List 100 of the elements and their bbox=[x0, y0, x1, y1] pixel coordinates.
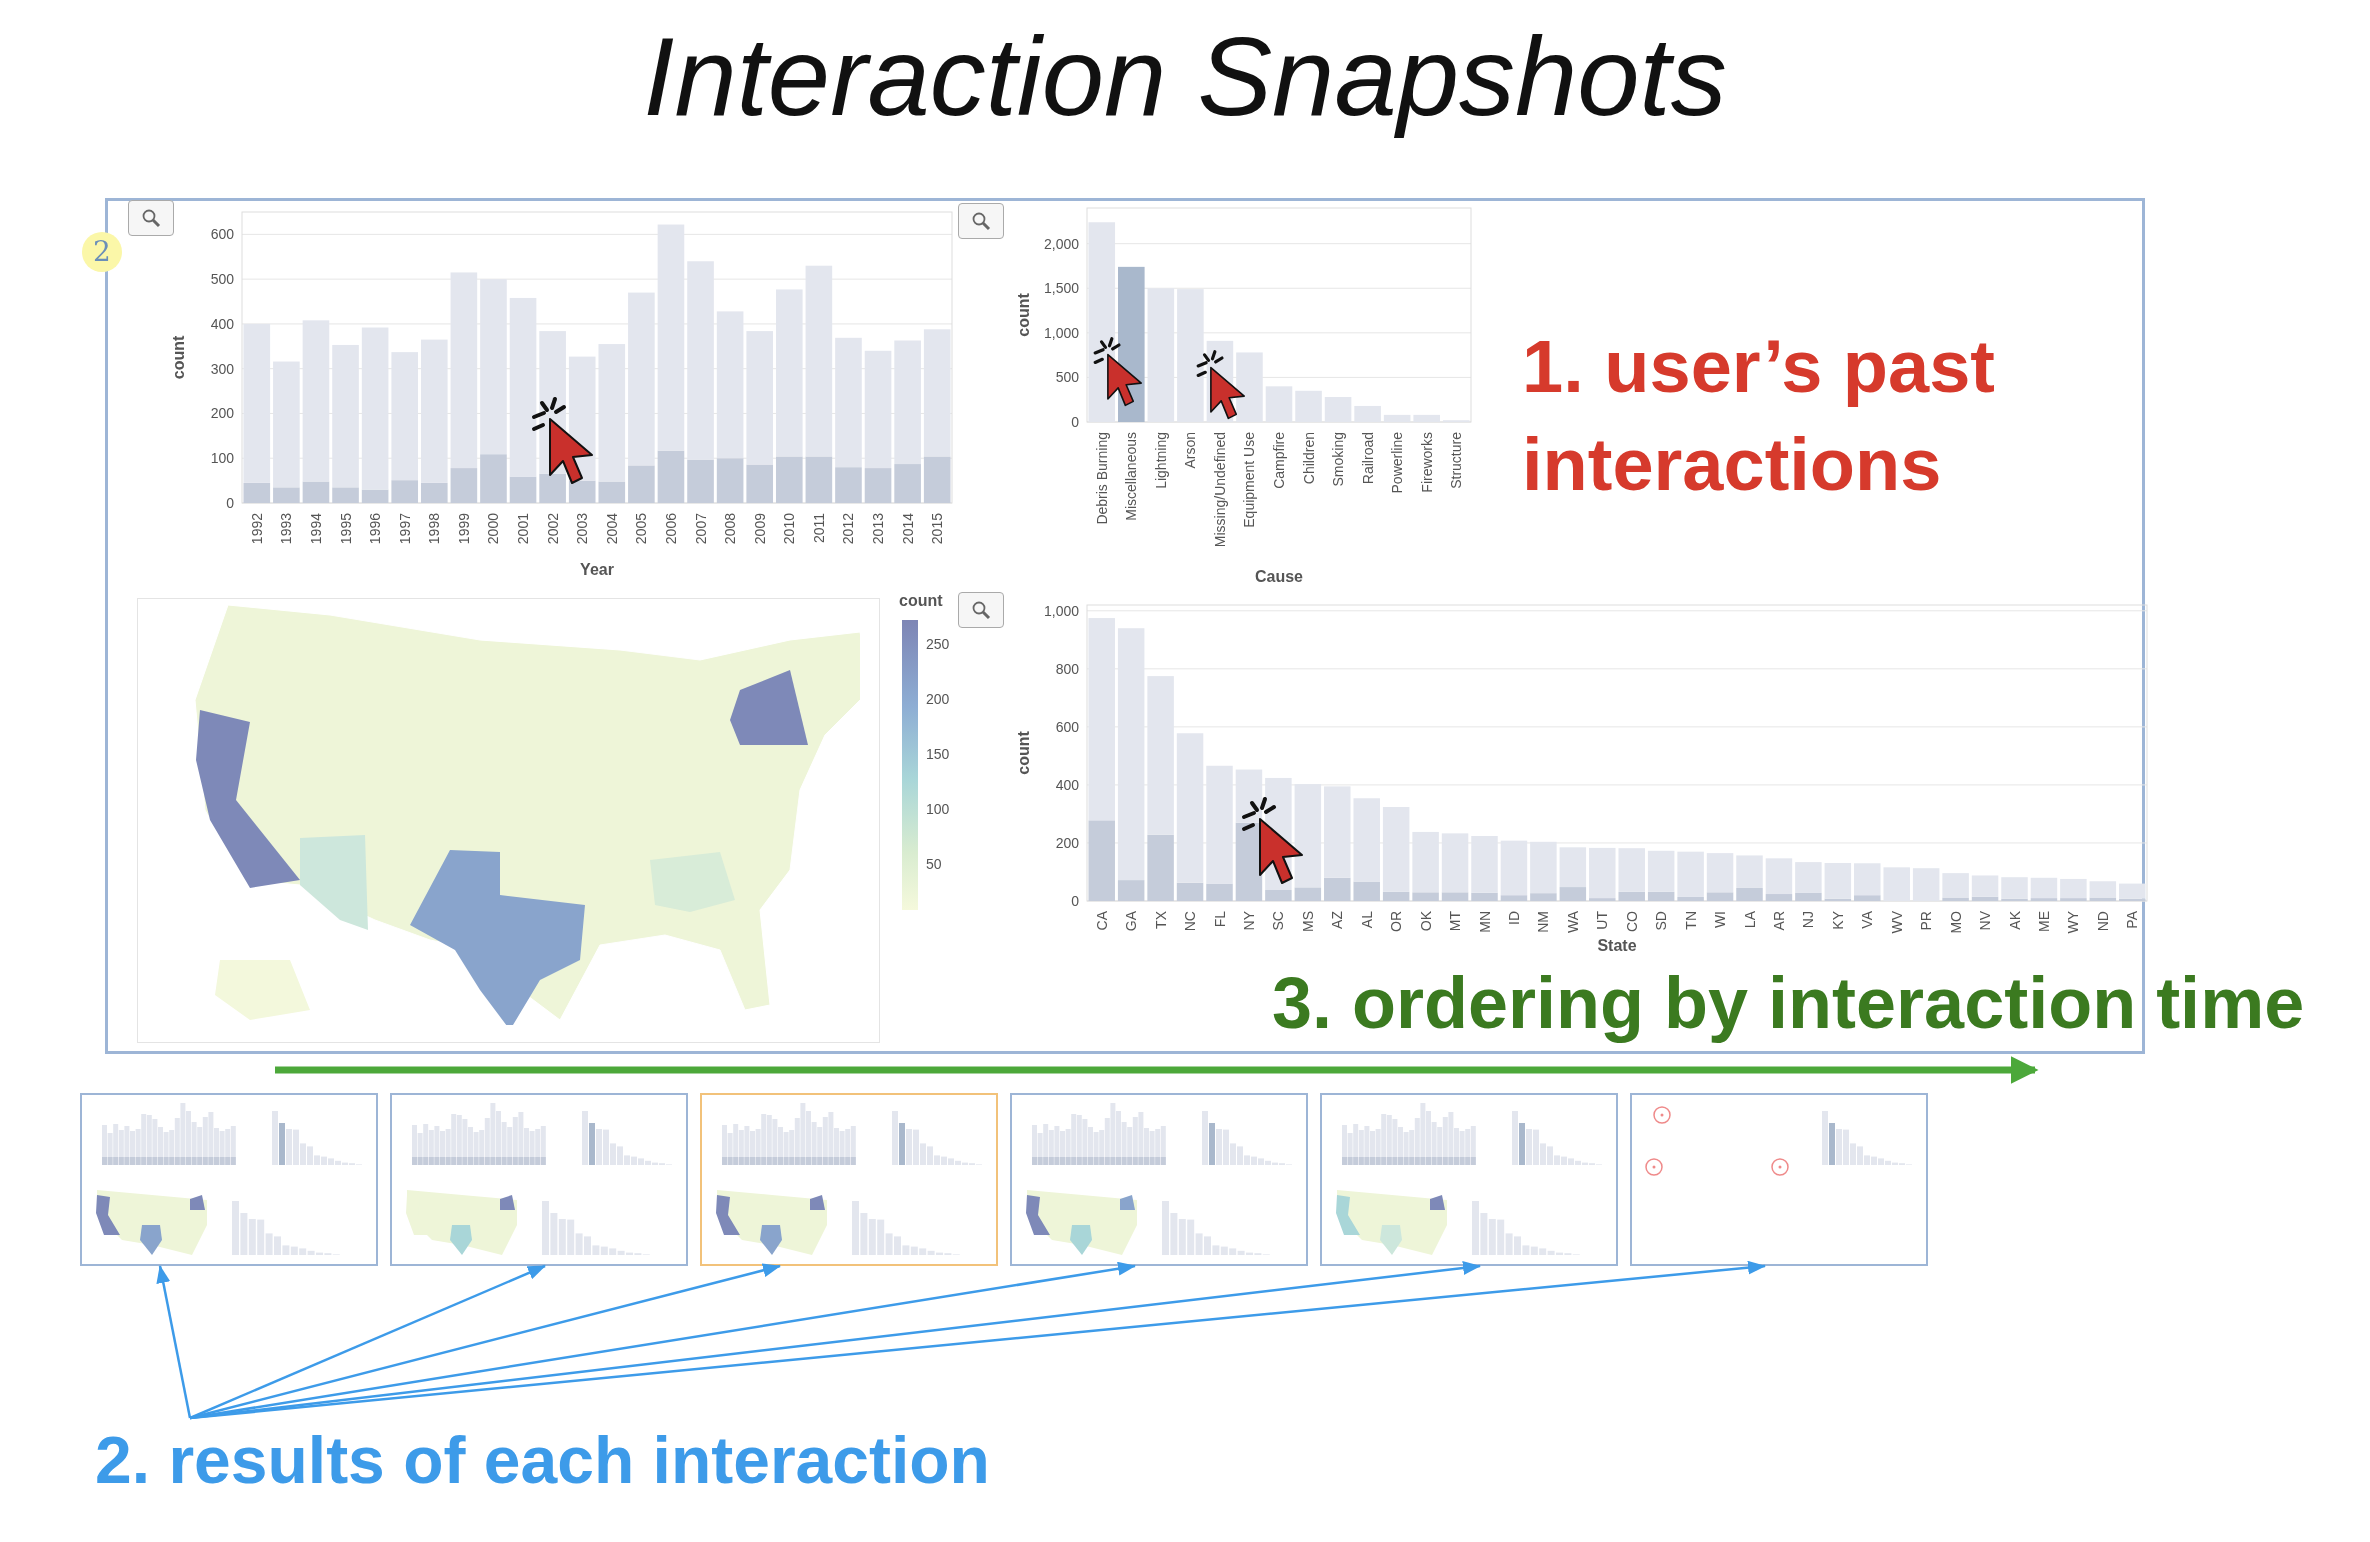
tick-label: 2006 bbox=[662, 513, 679, 545]
axis-title: count bbox=[170, 335, 187, 380]
axis-title: count bbox=[1015, 293, 1032, 337]
tick-label: GA bbox=[1123, 911, 1140, 932]
tick-label: 500 bbox=[1055, 369, 1079, 386]
tick-label: 1,000 bbox=[1043, 324, 1079, 341]
tick-label: 2010 bbox=[781, 513, 798, 545]
tick-label: PA bbox=[2124, 911, 2141, 929]
tick-label: Powerline bbox=[1389, 432, 1406, 494]
tick-label: PR bbox=[1918, 911, 1935, 931]
tick-label: TX bbox=[1152, 911, 1169, 929]
tick-label: Missing/Undefined bbox=[1211, 432, 1228, 548]
tick-label: AL bbox=[1358, 911, 1375, 929]
tick-label: KY bbox=[1829, 911, 1846, 930]
snapshot-thumbnail bbox=[700, 1093, 998, 1266]
tick-label: 2002 bbox=[544, 513, 561, 545]
tick-label: OK bbox=[1417, 911, 1434, 932]
tick-label: 150 bbox=[926, 746, 950, 762]
tick-label: NC bbox=[1182, 911, 1199, 932]
tick-label: WY bbox=[2065, 911, 2082, 934]
tick-label: 400 bbox=[1055, 776, 1079, 793]
tick-label: 600 bbox=[210, 226, 234, 243]
tick-label: 800 bbox=[1055, 660, 1079, 677]
arrow bbox=[189, 1261, 1136, 1420]
tick-label: 600 bbox=[1055, 718, 1079, 735]
tick-label: AR bbox=[1770, 911, 1787, 931]
tick-label: VA bbox=[1859, 911, 1876, 929]
tick-label: Miscellaneous bbox=[1123, 432, 1140, 521]
snapshot-thumbnail bbox=[80, 1093, 378, 1266]
tick-label: 0 bbox=[1071, 414, 1079, 430]
tick-label: AZ bbox=[1329, 911, 1346, 929]
tick-label: 2011 bbox=[810, 513, 827, 544]
tick-label: 200 bbox=[1055, 834, 1079, 851]
tick-label: 1,000 bbox=[1043, 602, 1079, 619]
tick-label: Children bbox=[1300, 432, 1317, 485]
tick-label: MS bbox=[1299, 911, 1316, 932]
annotation-text: 1. user’s past interactions bbox=[1522, 324, 1996, 508]
tick-label: OR bbox=[1388, 911, 1405, 932]
tick-label: LA bbox=[1741, 911, 1758, 929]
tick-label: 1997 bbox=[396, 513, 413, 545]
tick-label: CO bbox=[1623, 911, 1640, 932]
tick-label: AK bbox=[2006, 911, 2023, 930]
tick-label: ID bbox=[1505, 911, 1522, 925]
tick-label: SD bbox=[1653, 911, 1670, 931]
tick-label: 2001 bbox=[515, 513, 532, 545]
tick-label: Smoking bbox=[1330, 432, 1347, 487]
tick-label: NY bbox=[1240, 911, 1257, 931]
tick-label: 2000 bbox=[485, 513, 502, 545]
tick-label: 1992 bbox=[248, 513, 265, 545]
tick-label: CA bbox=[1093, 911, 1110, 931]
snapshot-thumbnail bbox=[1010, 1093, 1308, 1266]
tick-label: WI bbox=[1712, 911, 1729, 929]
tick-label: Campfire bbox=[1271, 432, 1287, 489]
tick-label: Fireworks bbox=[1418, 432, 1435, 493]
axis-title: Cause bbox=[1255, 568, 1303, 585]
tick-label: 2005 bbox=[633, 513, 650, 545]
tick-label: ME bbox=[2035, 911, 2052, 932]
tick-label: ND bbox=[2094, 911, 2111, 932]
arrow bbox=[189, 1260, 1766, 1420]
tick-label: 400 bbox=[210, 315, 234, 332]
snapshot-thumbnail bbox=[1630, 1093, 1928, 1266]
tick-label: Railroad bbox=[1359, 432, 1376, 485]
tick-label: 2,000 bbox=[1043, 235, 1079, 252]
tick-label: 50 bbox=[926, 856, 942, 872]
tick-label: 1998 bbox=[426, 513, 443, 545]
tick-label: 100 bbox=[210, 450, 234, 467]
tick-label: MT bbox=[1447, 911, 1464, 932]
tick-label: 1993 bbox=[278, 513, 295, 545]
tick-label: 2013 bbox=[870, 513, 887, 545]
tick-label: 200 bbox=[210, 405, 234, 422]
annotation-text: 2. results of each interaction bbox=[95, 1418, 1085, 1502]
tick-label: 500 bbox=[210, 271, 234, 288]
tick-label: WA bbox=[1564, 911, 1581, 934]
tick-label: 2004 bbox=[603, 513, 620, 545]
legend-title: count bbox=[899, 592, 943, 610]
tick-label: 2003 bbox=[574, 513, 591, 545]
tick-label: 2014 bbox=[899, 513, 916, 545]
tick-label: 1995 bbox=[337, 513, 354, 545]
tick-label: Debris Burning bbox=[1093, 432, 1110, 525]
tick-label: 1999 bbox=[455, 513, 472, 545]
axis-title: State bbox=[1597, 937, 1637, 954]
tick-label: FL bbox=[1211, 911, 1228, 928]
tick-label: 100 bbox=[926, 801, 950, 817]
tick-label: 2009 bbox=[751, 513, 768, 545]
tick-label: 0 bbox=[226, 495, 234, 511]
axis-title: Year bbox=[580, 561, 614, 578]
tick-label: 2008 bbox=[722, 513, 739, 545]
tick-label: 0 bbox=[1071, 893, 1079, 909]
snapshot-thumbnail bbox=[1320, 1093, 1618, 1266]
tick-label: Structure bbox=[1448, 432, 1465, 489]
tick-label: 250 bbox=[926, 636, 950, 652]
tick-label: SC bbox=[1270, 911, 1287, 931]
tick-label: Equipment Use bbox=[1241, 432, 1258, 528]
tick-label: WV bbox=[1888, 911, 1905, 934]
arrow bbox=[156, 1265, 192, 1419]
axis-title: count bbox=[1015, 731, 1032, 775]
tick-label: 1996 bbox=[367, 513, 384, 545]
snapshot-thumbnail bbox=[390, 1093, 688, 1266]
tick-label: Arson bbox=[1182, 432, 1199, 469]
tick-label: 2007 bbox=[692, 513, 709, 545]
